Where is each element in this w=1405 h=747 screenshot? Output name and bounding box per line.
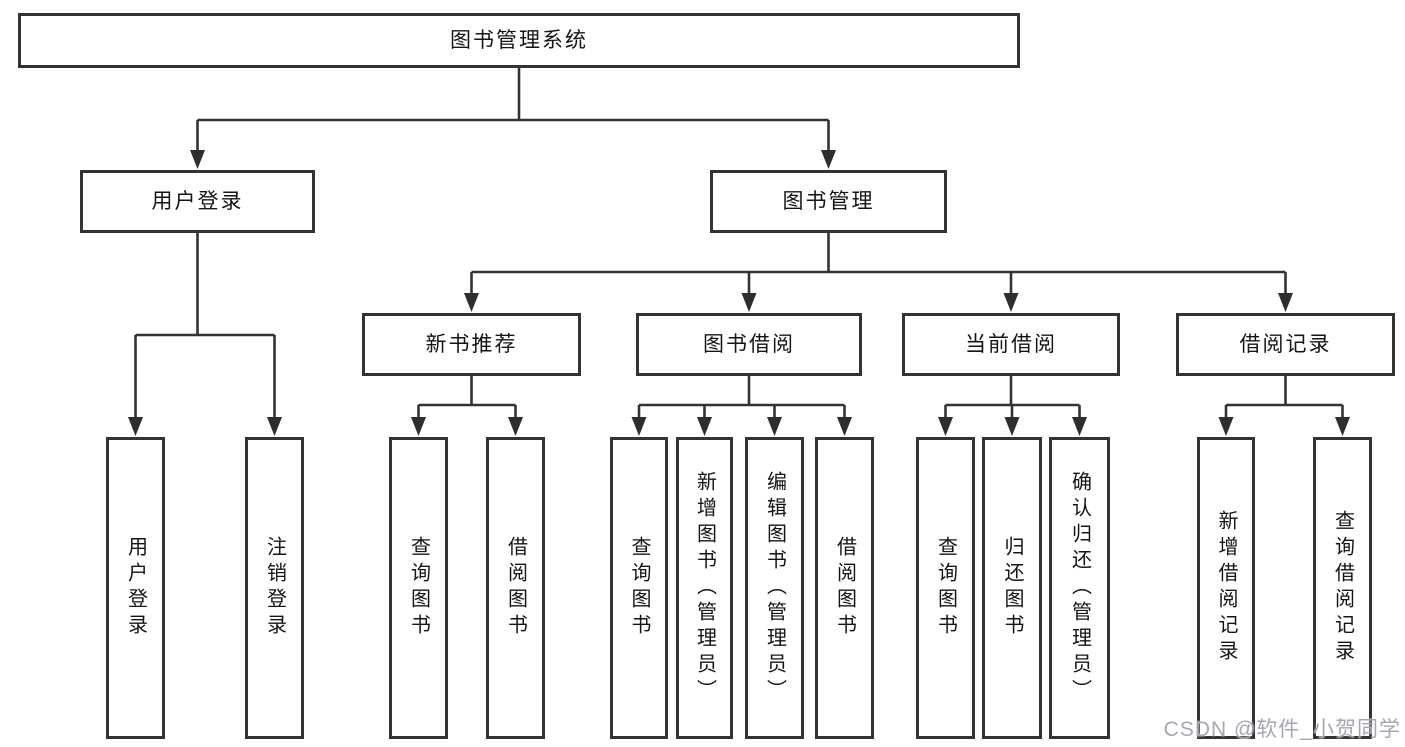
arrowheads-user-login-leaves — [128, 417, 282, 436]
leaf-add-borrow-record: 新增借阅记录 — [1197, 437, 1255, 739]
arrowheads-current-borrow-leaves — [938, 417, 1087, 436]
node-current-borrowing: 当前借阅 — [902, 313, 1120, 376]
leaf-query-borrow-record: 查询借阅记录 — [1313, 437, 1372, 739]
connector-current-borrow-branch — [944, 376, 1081, 420]
connector-user-login-branch — [134, 233, 276, 420]
arrowheads-level2 — [190, 150, 836, 169]
node-borrowing-records: 借阅记录 — [1176, 313, 1395, 376]
node-user-login: 用户登录 — [80, 170, 315, 233]
arrowheads-borrow-record-leaves — [1218, 417, 1350, 436]
leaf-add-books-admin: 新增图书（管理员） — [676, 437, 733, 739]
connector-borrow-record-branch — [1224, 376, 1344, 420]
connector-root-to-level2 — [196, 68, 830, 153]
arrowheads-new-book-leaves — [411, 417, 523, 436]
connector-book-mgmt-to-level3 — [470, 233, 1287, 296]
node-book-borrowing: 图书借阅 — [636, 313, 862, 376]
csdn-watermark: CSDN @软件_小贺同学 — [1163, 718, 1401, 741]
arrowheads-book-borrow-leaves — [631, 417, 852, 436]
leaf-return-books: 归还图书 — [982, 437, 1042, 739]
leaf-user-login: 用户登录 — [106, 437, 165, 739]
leaf-query-books-recommend: 查询图书 — [389, 437, 448, 739]
leaf-borrow-books: 借阅图书 — [815, 437, 874, 739]
arrowheads-level3 — [464, 293, 1293, 312]
node-root-library-system: 图书管理系统 — [18, 13, 1020, 68]
connector-book-borrow-branch — [637, 376, 846, 420]
leaf-confirm-return-admin: 确认归还（管理员） — [1049, 437, 1110, 739]
leaf-edit-books-admin: 编辑图书（管理员） — [745, 437, 804, 739]
connector-new-book-branch — [417, 376, 517, 420]
leaf-logout: 注销登录 — [245, 437, 304, 739]
node-book-management: 图书管理 — [710, 170, 947, 233]
leaf-query-books-current: 查询图书 — [916, 437, 975, 739]
leaf-borrow-books-recommend: 借阅图书 — [486, 437, 545, 739]
node-new-book-recommend: 新书推荐 — [362, 313, 581, 376]
leaf-query-books-borrowing: 查询图书 — [610, 437, 668, 739]
